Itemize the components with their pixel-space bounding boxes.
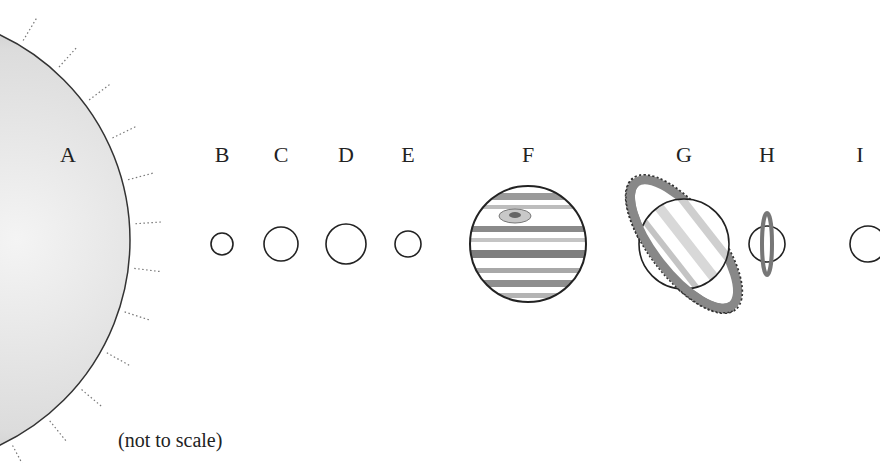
sun-ray: [50, 421, 68, 443]
scale-note: (not to scale): [118, 430, 222, 450]
sun-ray: [107, 353, 131, 367]
sun-ray: [112, 126, 137, 138]
planet: [395, 231, 421, 257]
planet-letter: C: [274, 144, 289, 166]
planet-letter: G: [676, 144, 692, 166]
sun-ray: [125, 312, 152, 321]
planet-letter: A: [60, 144, 76, 166]
planet: [211, 233, 233, 255]
planet-letter: H: [759, 144, 775, 166]
planet-letter: F: [522, 144, 534, 166]
planet-letter: E: [401, 144, 414, 166]
sun-ray: [23, 17, 37, 41]
planet-letter: D: [338, 144, 354, 166]
planet-letter: I: [856, 144, 863, 166]
sun-ray: [135, 222, 163, 224]
sun-ray: [134, 268, 162, 271]
sun-ray: [59, 46, 78, 67]
sun-ray: [89, 83, 111, 100]
saturn: [605, 157, 763, 332]
sun-ray: [82, 390, 103, 408]
sun-ray: [128, 173, 155, 180]
planet: [326, 224, 366, 264]
planet: [264, 227, 298, 261]
uranus: [749, 213, 785, 275]
planet: [850, 226, 880, 262]
planet-letter: B: [215, 144, 230, 166]
jupiter: [460, 186, 600, 302]
sun-ray: [13, 445, 26, 463]
sun: [0, 13, 130, 463]
